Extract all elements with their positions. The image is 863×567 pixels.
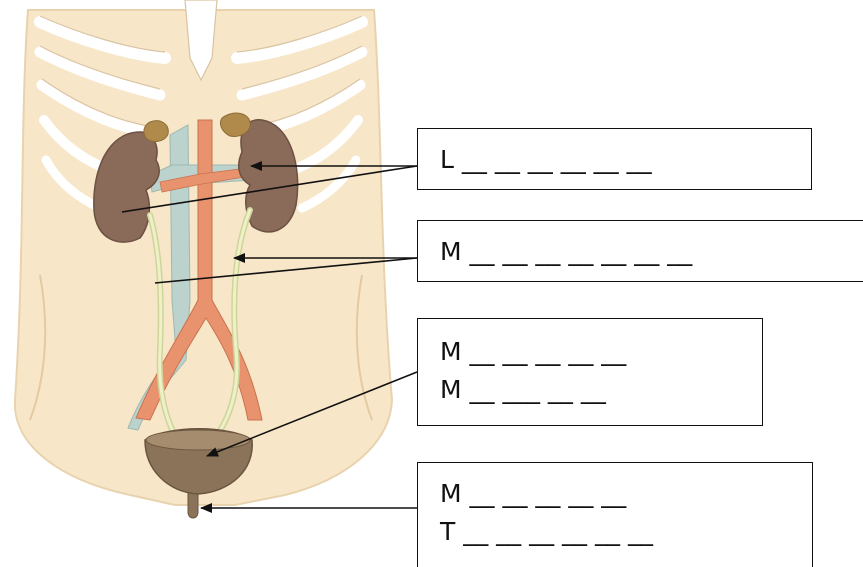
left-adrenal-gland bbox=[144, 121, 168, 142]
label-blank[interactable]: L __ __ __ __ __ __ bbox=[440, 141, 811, 179]
label-blank[interactable]: T __ __ __ __ __ __ bbox=[440, 513, 812, 551]
label-box-bladder: M __ __ __ __ __ M __ ___ __ __ bbox=[417, 318, 763, 426]
bladder-rim bbox=[146, 430, 250, 450]
right-adrenal-gland bbox=[220, 113, 250, 136]
label-blank[interactable]: M __ __ __ __ __ __ __ bbox=[440, 233, 863, 271]
label-blank[interactable]: M __ __ __ __ __ bbox=[440, 333, 762, 371]
label-box-urethra: M __ __ __ __ __ T __ __ __ __ __ __ bbox=[417, 462, 813, 567]
label-box-kidneys: L __ __ __ __ __ __ bbox=[417, 128, 812, 190]
label-blank[interactable]: M __ __ __ __ __ bbox=[440, 475, 812, 513]
label-blank[interactable]: M __ ___ __ __ bbox=[440, 371, 762, 409]
label-box-ureters: M __ __ __ __ __ __ __ bbox=[417, 220, 863, 282]
